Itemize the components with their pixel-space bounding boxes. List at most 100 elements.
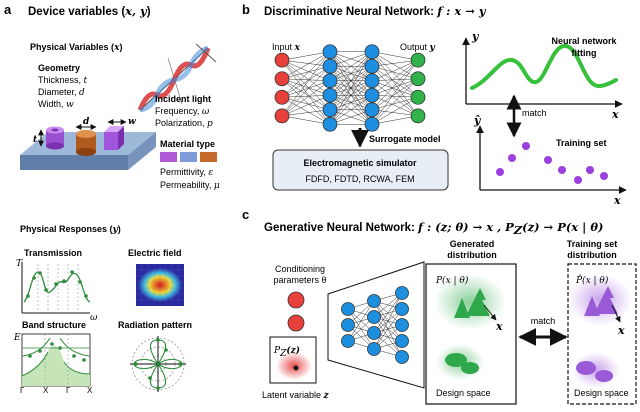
nn-edge	[371, 80, 419, 98]
nn-node	[364, 87, 380, 103]
nn-edge	[281, 115, 331, 125]
conditioning-label-line2: parameters θ	[273, 275, 326, 285]
panel-c: c Generative Neural Network: f : (z; θ) …	[242, 207, 637, 405]
nn-node	[410, 108, 426, 124]
nn-edge	[329, 80, 373, 125]
nn-edge	[329, 109, 373, 125]
nn-fitting-plot	[462, 37, 623, 108]
geometry-heading: Geometry	[38, 63, 80, 73]
transmission-plot	[21, 262, 91, 314]
svg-text:Γ: Γ	[66, 386, 71, 395]
nn-edge	[281, 78, 331, 110]
incident-light-wave-icon	[137, 43, 217, 113]
transmission-xlabel: ω	[90, 313, 98, 323]
nn-node	[364, 73, 380, 89]
nn-node	[364, 44, 380, 60]
panel-b: b Discriminative Neural Network: f : x →…	[242, 2, 627, 207]
material-permeability: Permeability, μ	[160, 180, 220, 191]
band-structure-ylabel: E	[13, 333, 21, 343]
nn-edge	[371, 59, 419, 67]
output-label: Output y	[400, 42, 436, 53]
conditioning-node	[287, 314, 305, 332]
nn-edge	[371, 66, 419, 117]
band-structure-plot	[21, 333, 91, 387]
nn-node	[395, 286, 409, 300]
nn-fitting-label-line1: Neural network	[551, 36, 617, 46]
conditioning-label-line1: Conditioning	[275, 264, 325, 274]
incident-light-polarization: Polarization, p	[155, 118, 213, 129]
training-set-label: Training set	[556, 138, 607, 148]
radiation-pattern-title: Radiation pattern	[118, 320, 192, 330]
nn-node	[395, 334, 409, 348]
material-permittivity: Permittivity, ε	[160, 167, 213, 178]
nn-edge	[373, 292, 403, 334]
incident-light-frequency: Frequency, ω	[155, 106, 210, 117]
discriminative-network-diagram	[274, 44, 426, 132]
nn-node	[322, 87, 338, 103]
training-x-label: x	[617, 324, 625, 337]
nn-edge	[371, 80, 419, 117]
latent-glow	[276, 352, 312, 380]
nn-node	[322, 116, 338, 132]
nn-edge	[281, 66, 331, 117]
nn-node	[341, 334, 355, 348]
nn-edge	[281, 66, 331, 98]
panel-a: a Device variables (x, y) Physical Varia…	[4, 2, 220, 395]
nn-edge	[371, 51, 419, 61]
generated-shapes	[445, 288, 490, 374]
generated-design-space-label: Design space	[436, 388, 491, 398]
fit-curve	[470, 44, 618, 90]
nn-edge	[281, 59, 331, 96]
generative-network-diagram	[341, 286, 409, 364]
nn-node	[364, 58, 380, 74]
diameter-symbol: d	[83, 117, 90, 127]
nn-edge	[371, 78, 419, 81]
nn-node	[367, 310, 381, 324]
material-type-heading: Material type	[160, 139, 215, 149]
em-simulator-methods: FDFD, FDTD, RCWA, FEM	[305, 174, 414, 184]
geometry-thickness: Thickness, t	[38, 75, 88, 86]
transmission-title: Transmission	[24, 248, 82, 258]
geometry-diameter: Diameter, d	[38, 87, 85, 98]
nn-edge	[371, 51, 419, 116]
generated-label-line2: distribution	[447, 250, 497, 260]
nn-edge	[281, 78, 331, 125]
nn-node	[367, 294, 381, 308]
nn-node	[274, 89, 290, 105]
physical-responses-heading: Physical Responses (y)	[20, 224, 121, 235]
nn-edge	[371, 59, 419, 110]
nn-edge	[329, 51, 373, 67]
top-axis-y-label: y	[471, 30, 480, 43]
generated-label-line1: Generated	[450, 239, 495, 249]
panel-b-label: b	[242, 2, 250, 17]
svg-text:X: X	[43, 386, 49, 395]
nn-edge	[373, 292, 403, 350]
nn-edge	[281, 80, 331, 117]
training-design-space-label: Design space	[574, 388, 629, 398]
nn-edge	[371, 78, 419, 110]
nn-fitting-label-line2: fitting	[572, 48, 597, 58]
training-pointer-arrow	[611, 304, 621, 323]
nn-edge	[281, 60, 331, 125]
panel-a-label: a	[4, 2, 12, 17]
input-label: Input x	[272, 42, 301, 53]
nn-node	[322, 73, 338, 89]
generated-x-label: x	[495, 320, 503, 333]
physical-variables-heading: Physical Variables (x)	[30, 42, 122, 53]
nn-edge	[281, 51, 331, 79]
nn-node	[410, 52, 426, 68]
training-dist-label-line2: distribution	[567, 250, 617, 260]
nn-edge	[281, 59, 331, 67]
em-simulator-title: Electromagnetic simulator	[303, 158, 417, 168]
band-structure-title: Band structure	[22, 320, 86, 330]
nn-edge	[281, 78, 331, 81]
radiation-pattern-plot	[130, 336, 186, 392]
nn-edge	[281, 109, 331, 117]
generated-formula: P(x | θ)	[435, 275, 469, 286]
nn-edge	[281, 51, 331, 98]
surrogate-model-label: Surrogate model	[369, 134, 441, 144]
latent-box-formula: PZ(z)	[273, 345, 300, 359]
nn-node	[410, 71, 426, 87]
nn-node	[322, 44, 338, 60]
